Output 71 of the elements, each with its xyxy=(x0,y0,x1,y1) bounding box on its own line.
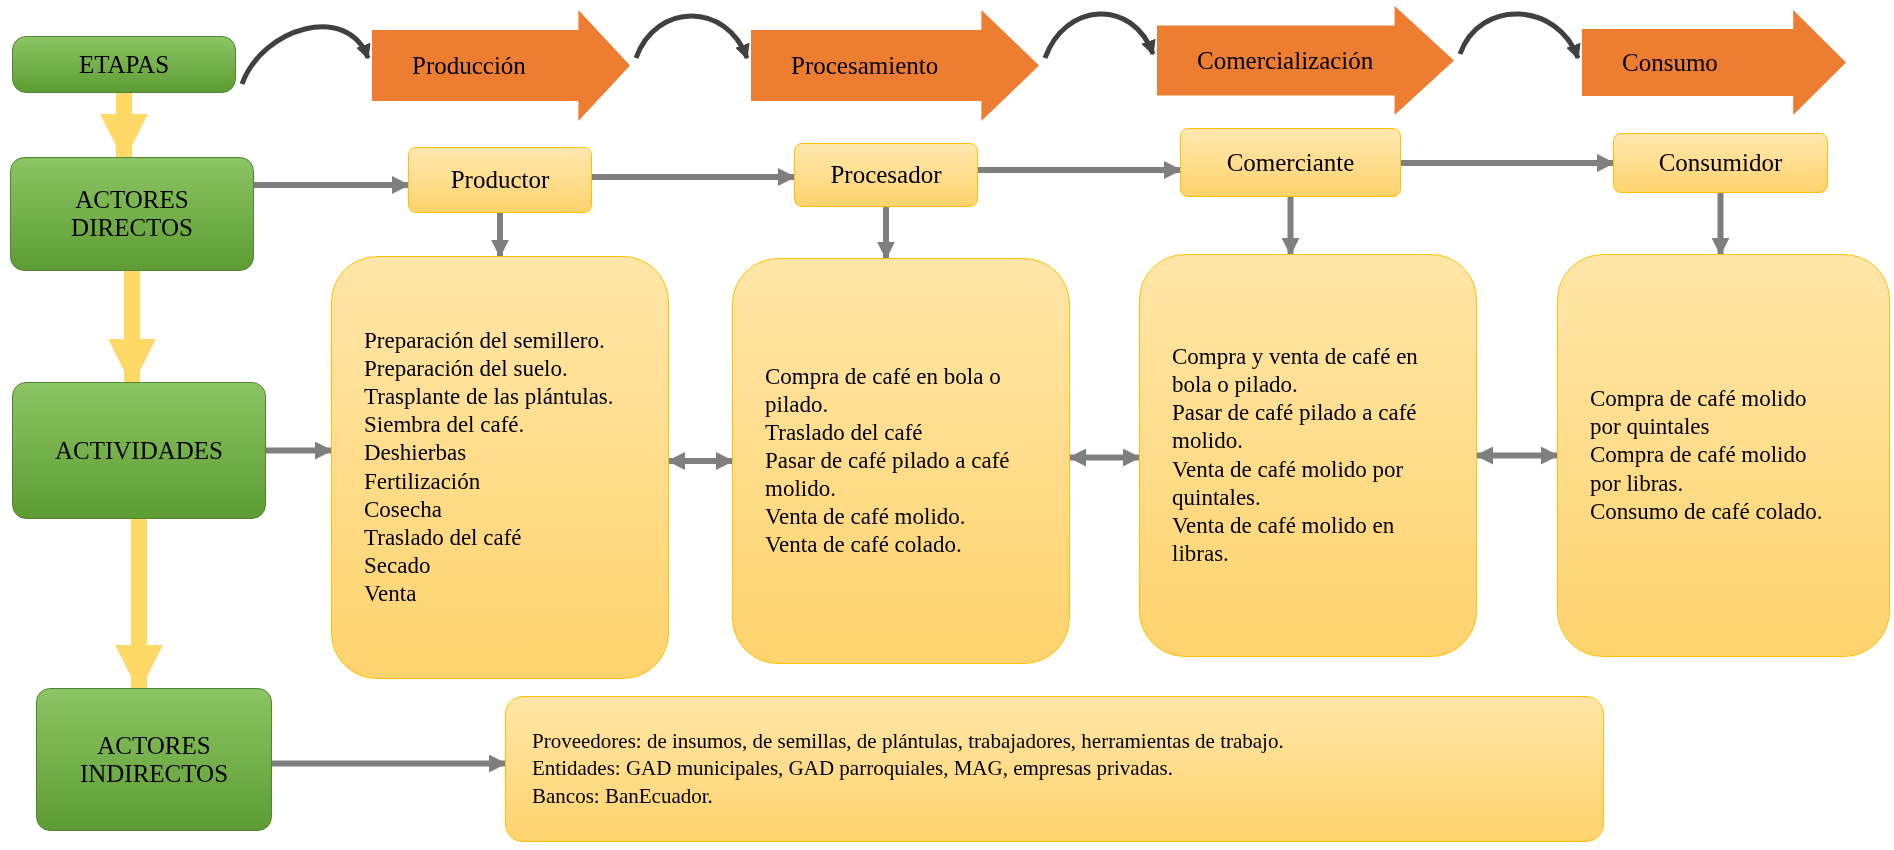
list-item-text: Venta de café colado. xyxy=(765,531,963,560)
box-label: Procesamiento xyxy=(790,51,939,80)
activity-box xyxy=(1139,254,1477,657)
list-item-text: Compra de café molido por quintales xyxy=(1590,385,1808,442)
arrow xyxy=(1475,446,1559,465)
arrow xyxy=(592,168,796,186)
list-item-text: Pasar de café pilado a café molido. xyxy=(765,446,1011,503)
list-item-text: Venta de café molido. xyxy=(765,503,967,532)
box-label: Consumo xyxy=(1621,48,1718,77)
box-label: Comercialización xyxy=(1196,46,1374,75)
box-label: Comerciante xyxy=(1226,148,1355,177)
box-label: ETAPAS xyxy=(78,50,170,79)
activity-box xyxy=(1557,254,1890,657)
arrow xyxy=(1068,448,1141,467)
box-label: Producción xyxy=(411,51,526,80)
actor-box xyxy=(794,143,978,207)
list-item-text: Deshierbas xyxy=(364,439,468,468)
stage-arrow xyxy=(751,10,1039,121)
stage-arrow xyxy=(1157,6,1454,115)
arrow xyxy=(1711,193,1730,256)
list-item-text: Preparación del suelo. xyxy=(364,355,569,384)
box-label: Productor xyxy=(450,166,550,194)
box-label: ACTIVIDADES xyxy=(54,436,223,465)
stage-box xyxy=(12,36,236,93)
arrow xyxy=(633,13,750,60)
list-item-text: Fertilización xyxy=(364,467,482,496)
list-item-text: Proveedores: de insumos, de semillas, de plántulas, trabajadores, herramientas de trabajo. xyxy=(532,728,1285,756)
arrow xyxy=(272,754,507,773)
stage-arrow xyxy=(372,10,630,121)
stage-arrow xyxy=(1582,10,1846,115)
list-item-text: Traslado del café xyxy=(364,523,523,552)
stage-box xyxy=(10,157,254,271)
list-item-text: Venta de café molido en libras. xyxy=(1172,511,1396,568)
actor-box xyxy=(1613,133,1828,193)
list-item-text: Compra de café en bola o pilado. xyxy=(765,362,1002,419)
actor-box xyxy=(1180,128,1401,197)
box-label: ACTORES INDIRECTOS xyxy=(78,731,230,788)
list-item-text: Pasar de café pilado a café molido. xyxy=(1172,399,1418,456)
list-item-text: Secado xyxy=(364,551,432,580)
stage-box xyxy=(36,688,272,831)
arrow xyxy=(1042,11,1156,60)
arrow xyxy=(254,176,410,194)
list-item-text: Venta de café molido por quintales. xyxy=(1172,455,1405,512)
activity-box xyxy=(331,256,669,679)
arrow xyxy=(667,452,734,470)
arrow xyxy=(491,213,509,258)
list-item-text: Venta xyxy=(364,579,418,608)
list-item-text: Compra de café molido por libras. xyxy=(1590,441,1808,498)
activity-box xyxy=(732,258,1070,664)
arrow xyxy=(978,161,1182,179)
box-label: Procesador xyxy=(830,161,942,189)
list-item-text: Bancos: BanEcuador. xyxy=(532,782,714,810)
box-label: Consumidor xyxy=(1658,149,1783,177)
arrow xyxy=(877,207,895,260)
stage-box xyxy=(12,382,266,519)
arrow xyxy=(1457,11,1581,60)
list-item-text: Cosecha xyxy=(364,495,443,524)
list-item-text: Compra y venta de café en bola o pilado. xyxy=(1172,343,1419,400)
list-item-text: Siembra del café. xyxy=(364,411,526,440)
actor-box xyxy=(408,147,592,213)
list-item-text: Consumo de café colado. xyxy=(1590,497,1824,526)
list-item-text: Entidades: GAD municipales, GAD parroquiales, MAG, empresas privadas. xyxy=(532,755,1174,783)
info-box xyxy=(505,696,1604,842)
arrow xyxy=(1281,197,1300,256)
list-item-text: Preparación del semillero. xyxy=(364,327,606,356)
arrow xyxy=(1401,154,1615,172)
arrow xyxy=(266,441,333,460)
list-item-text: Trasplante de las plántulas. xyxy=(364,383,615,412)
box-label: ACTORES DIRECTOS xyxy=(70,186,194,242)
list-item-text: Traslado del café xyxy=(765,418,924,447)
arrow xyxy=(239,24,371,86)
